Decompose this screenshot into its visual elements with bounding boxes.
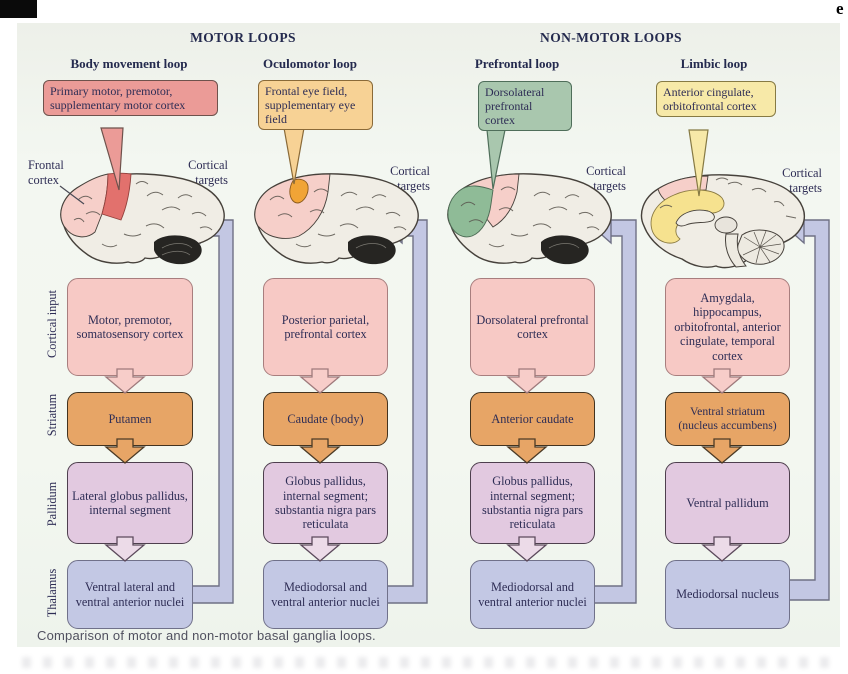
bleed-through-text-row bbox=[22, 657, 834, 668]
header-motor-loops: MOTOR LOOPS bbox=[190, 30, 296, 45]
box-thalamus-oculomotor: Mediodorsal and ventral anterior nuclei bbox=[263, 560, 388, 629]
corpus-callosum bbox=[675, 209, 715, 227]
arrow-input-striatum-2 bbox=[299, 368, 341, 394]
highlight-frontal-eye-field bbox=[289, 178, 309, 204]
arrow-input-striatum-4 bbox=[701, 368, 743, 394]
arrow-striatum-pallidum-4 bbox=[701, 438, 743, 464]
box-pallidum-limbic: Ventral pallidum bbox=[665, 462, 790, 544]
arrow-striatum-pallidum-1 bbox=[104, 438, 146, 464]
arrow-pallidum-thalamus-1 bbox=[104, 536, 146, 562]
brainstem bbox=[725, 233, 747, 268]
box-thalamus-prefrontal: Mediodorsal and ventral anterior nuclei bbox=[470, 560, 595, 629]
brain-medial-limbic bbox=[640, 174, 806, 269]
column-title-oculomotor: Oculomotor loop bbox=[262, 56, 357, 71]
arrow-input-striatum-3 bbox=[506, 368, 548, 394]
arrow-pallidum-thalamus-3 bbox=[506, 536, 548, 562]
scan-corner-mark bbox=[0, 0, 37, 18]
highlight-dorsolateral-prefrontal bbox=[447, 185, 494, 238]
box-striatum-limbic: Ventral striatum (nucleus accumbens) bbox=[665, 392, 790, 446]
header-non-motor-loops: NON-MOTOR LOOPS bbox=[540, 30, 682, 45]
brain-lateral-body-movement bbox=[60, 172, 225, 265]
label-cortical-targets-1: Cortical targets bbox=[188, 158, 228, 187]
column-title-limbic: Limbic loop bbox=[680, 56, 748, 71]
arrow-pallidum-thalamus-2 bbox=[299, 536, 341, 562]
label-cortical-targets-2: Cortical targets bbox=[390, 164, 430, 193]
arrow-input-striatum-1 bbox=[104, 368, 146, 394]
box-pallidum-prefrontal: Globus pallidus, internal segment; subst… bbox=[470, 462, 595, 544]
box-thalamus-body-movement: Ventral lateral and ventral anterior nuc… bbox=[67, 560, 193, 629]
callout-body-movement: Primary motor, premotor, supplementary m… bbox=[43, 80, 218, 117]
figure-caption: Comparison of motor and non-motor basal … bbox=[37, 628, 376, 643]
callout-oculomotor: Frontal eye field, supplementary eye fie… bbox=[258, 80, 373, 131]
box-input-body-movement: Motor, premotor, somatosensory cortex bbox=[67, 278, 193, 376]
column-title-prefrontal: Prefrontal loop bbox=[474, 56, 560, 71]
box-input-prefrontal: Dorsolateral prefrontal cortex bbox=[470, 278, 595, 376]
brain-lateral-oculomotor bbox=[254, 173, 419, 265]
arrow-striatum-pallidum-3 bbox=[506, 438, 548, 464]
clipped-edge-character: e bbox=[836, 0, 844, 18]
box-pallidum-oculomotor: Globus pallidus, internal segment; subst… bbox=[263, 462, 388, 544]
cerebellum bbox=[154, 235, 202, 265]
box-striatum-prefrontal: Anterior caudate bbox=[470, 392, 595, 446]
label-cortical-targets-3: Cortical targets bbox=[586, 164, 626, 193]
box-striatum-oculomotor: Caudate (body) bbox=[263, 392, 388, 446]
box-thalamus-limbic: Mediodorsal nucleus bbox=[665, 560, 790, 629]
thalamus-shape bbox=[714, 216, 738, 234]
box-pallidum-body-movement: Lateral globus pallidus, internal segmen… bbox=[67, 462, 193, 544]
callout-limbic: Anterior cingulate, orbitofrontal cortex bbox=[656, 81, 776, 118]
brain-lateral-prefrontal bbox=[447, 173, 612, 265]
label-frontal-cortex: Frontal cortex bbox=[28, 158, 64, 187]
label-cortical-targets-4: Cortical targets bbox=[782, 166, 822, 195]
box-input-limbic: Amygdala, hippocampus, orbitofrontal, an… bbox=[665, 278, 790, 376]
box-input-oculomotor: Posterior parietal, prefrontal cortex bbox=[263, 278, 388, 376]
callout-prefrontal: Dorsolateral prefrontal cortex bbox=[478, 81, 572, 132]
arrow-striatum-pallidum-2 bbox=[299, 438, 341, 464]
cerebellum bbox=[541, 235, 589, 265]
cerebellum bbox=[348, 235, 396, 265]
column-title-body-movement: Body movement loop bbox=[70, 56, 188, 71]
arrow-pallidum-thalamus-4 bbox=[701, 536, 743, 562]
